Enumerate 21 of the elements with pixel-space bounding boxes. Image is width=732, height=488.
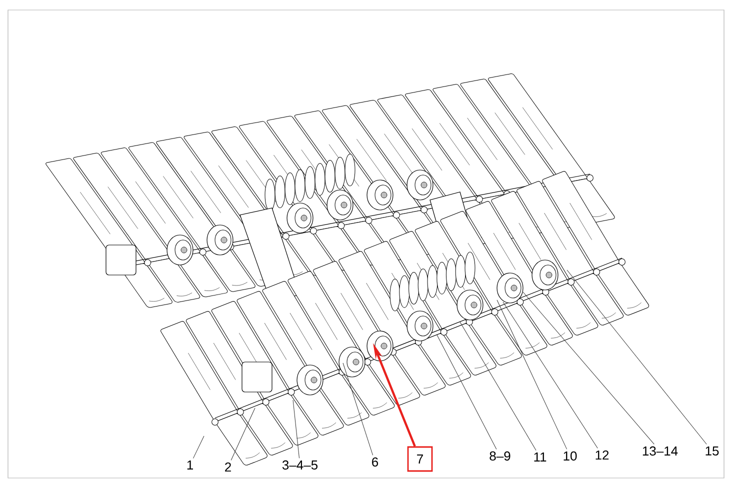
leader-line: [522, 292, 654, 444]
leader-line: [192, 436, 204, 459]
callout-number: 6: [372, 457, 378, 467]
leader-line: [436, 334, 497, 450]
callout-number: 1: [187, 460, 193, 470]
callout-number: 10: [564, 451, 577, 461]
leader-line: [292, 400, 300, 458]
callout-number: 11: [534, 452, 546, 462]
leader-line: [460, 322, 536, 451]
callout-number: 7: [407, 446, 433, 472]
leader-line: [230, 408, 256, 460]
leader-line: [496, 300, 568, 450]
callout-number: 12: [596, 450, 609, 460]
leader-line: [342, 362, 374, 456]
callout-number: 8–9: [490, 451, 510, 461]
callout-number: 2: [225, 462, 231, 472]
leader-line: [502, 302, 598, 448]
callout-number: 13–14: [642, 446, 678, 456]
callout-number: 15: [706, 446, 719, 456]
leader-line: [566, 270, 707, 445]
callout-number: 3–4–5: [282, 460, 318, 470]
